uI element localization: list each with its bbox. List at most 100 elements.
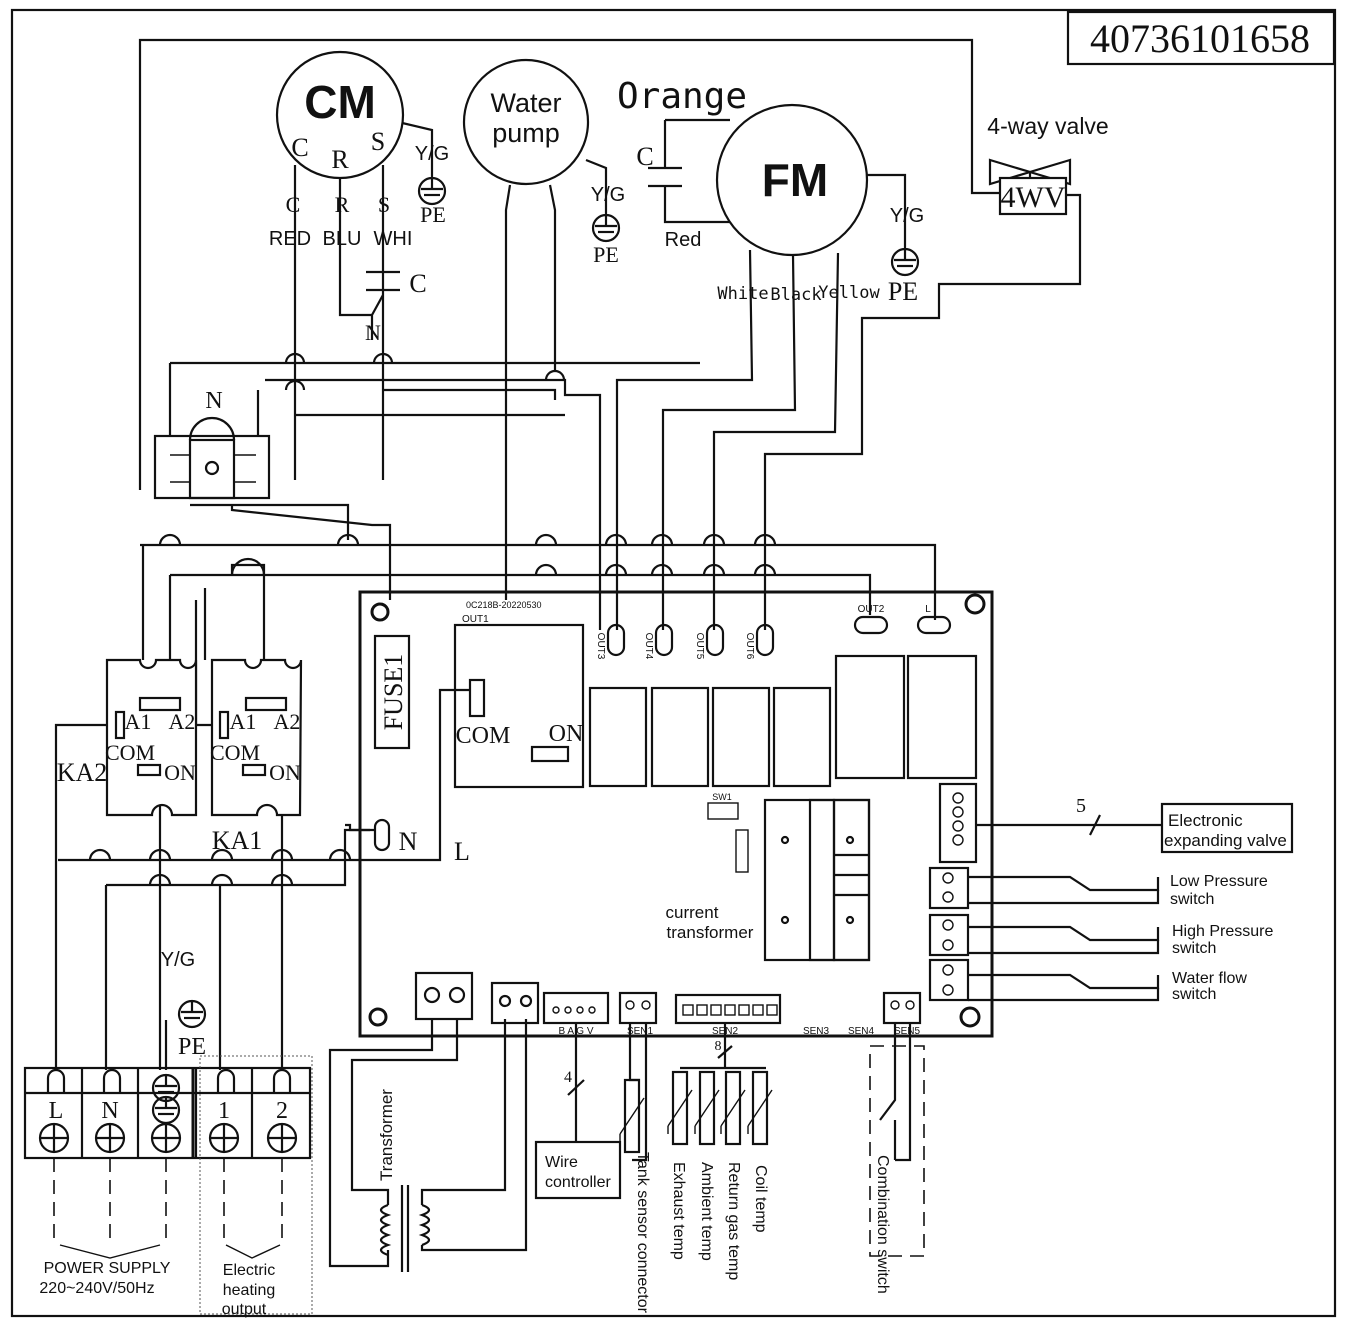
power-terminal-block: Y/G PE L N 1 2 POWER SUPPLY 220~ [23, 949, 313, 1318]
water-pump-ground-icon [591, 213, 621, 243]
fan-motor-ground-icon [890, 247, 920, 277]
compressor-wire-r: R [335, 192, 350, 217]
fan-motor-ground-label: Y/G [890, 205, 924, 227]
hp-label-2: switch [1172, 940, 1216, 957]
contactor-ka2: A1 A2 COM ON KA2 [57, 658, 198, 817]
diagram-frame [10, 8, 1337, 1318]
compressor-color-red: RED [269, 228, 311, 250]
return-gas-temp-label: Return gas temp [725, 1162, 742, 1280]
terminal-2: 2 [276, 1098, 288, 1124]
power-supply-label-2: 220~240V/50Hz [39, 1280, 154, 1297]
fan-motor-capacitor-label: C [636, 142, 653, 171]
compressor-neutral-label: N [365, 320, 381, 345]
ka2-label: KA2 [57, 758, 108, 787]
ka2-a1: A1 [125, 709, 152, 734]
pcb-out4: OUT4 [643, 633, 654, 660]
terminal-l: L [49, 1098, 64, 1124]
pcb-out6: OUT6 [744, 633, 755, 660]
pcb-l: L [925, 604, 931, 615]
high-pressure-switch: High Pressure switch [1172, 923, 1273, 957]
fan-motor-heading: Orange [617, 76, 747, 117]
compressor-wire-s: S [378, 192, 390, 217]
fan-motor-wire-yellow: Yellow [818, 283, 880, 303]
ka2-com: COM [105, 740, 155, 765]
wf-label-2: switch [1172, 986, 1216, 1003]
wire-bus-count: 4 [564, 1069, 572, 1086]
compressor-wire-c: C [286, 192, 301, 217]
tank-sensor-label: Tank sensor connector [634, 1152, 651, 1314]
wire-controller-label-1: Wire [545, 1154, 578, 1171]
fan-motor-wire-white: White [717, 284, 768, 304]
fan-motor: Orange C Red FM White Black Yellow Y/G P… [617, 76, 924, 306]
part-number: 40736101658 [1090, 16, 1310, 61]
pcb-sw1: SW1 [712, 792, 732, 802]
pcb-out1: OUT1 [462, 614, 489, 625]
compressor-color-blu: BLU [323, 228, 362, 250]
eev-label-1: Electronic [1168, 811, 1243, 830]
current-transformer-label-2: transformer [667, 923, 754, 942]
eev-label-2: expanding valve [1164, 831, 1287, 850]
wire-controller-label-2: controller [545, 1174, 611, 1191]
compressor-capacitor-symbol [366, 270, 400, 292]
wf-label-1: Water flow [1172, 970, 1247, 987]
terminal-ground-label: Y/G [161, 949, 195, 971]
water-pump-line1: Water [490, 88, 561, 118]
pcb-sen1: SEN1 [627, 1026, 654, 1037]
compressor-pin-s: S [371, 127, 385, 156]
electric-heating-label-1: Electric [223, 1262, 275, 1279]
pcb-on: ON [549, 721, 584, 747]
neutral-terminal-label: N [205, 388, 222, 414]
hp-label-1: High Pressure [1172, 923, 1273, 940]
water-pump-pe-label: PE [593, 242, 619, 267]
pcb-n-terminal: N [399, 827, 418, 856]
temperature-sensors: Tank sensor connector 8 Exhaust temp Amb… [618, 1023, 774, 1314]
coil-temp-label: Coil temp [752, 1165, 769, 1233]
ka1-on: ON [269, 760, 301, 785]
water-pump-ground-label: Y/G [591, 184, 625, 206]
terminal-1: 1 [218, 1098, 230, 1124]
pcb-sen4: SEN4 [848, 1026, 875, 1037]
compressor-pin-c: C [291, 133, 308, 162]
four-way-valve-title: 4-way valve [987, 113, 1108, 139]
pcb-out3: OUT3 [595, 633, 606, 660]
electric-heating-label-2: heating [223, 1282, 276, 1299]
terminal-ground-icon [177, 999, 207, 1029]
electric-heating-label-3: output [222, 1301, 267, 1318]
power-supply-label-1: POWER SUPPLY [44, 1260, 171, 1277]
compressor-ground-label: Y/G [415, 143, 449, 165]
pcb-out5: OUT5 [694, 633, 705, 660]
ka1-a2: A2 [274, 709, 301, 734]
compressor-color-whi: WHI [374, 228, 413, 250]
neutral-terminal: N [153, 388, 271, 500]
terminal-n: N [101, 1098, 118, 1124]
ka1-com: COM [210, 740, 260, 765]
pcb-sen5: SEN5 [894, 1026, 921, 1037]
four-way-valve: 4-way valve 4WV [987, 113, 1109, 216]
sensor-bus-count: 8 [715, 1039, 722, 1054]
compressor-pe-label: PE [420, 202, 446, 227]
ka2-a2: A2 [169, 709, 196, 734]
four-way-valve-symbol: 4WV [1001, 181, 1066, 214]
pcb-out2: OUT2 [858, 604, 885, 615]
ka1-a1: A1 [230, 709, 257, 734]
transformer-label: Transformer [377, 1089, 396, 1181]
compressor: CM C R S C R S RED BLU WHI C N Y/G PE [269, 50, 449, 345]
contactor-ka1: A1 A2 COM ON KA1 [210, 658, 303, 855]
transformer: Transformer [328, 1019, 528, 1272]
lp-label-2: switch [1170, 891, 1214, 908]
ambient-temp-label: Ambient temp [698, 1162, 715, 1261]
exhaust-temp-label: Exhaust temp [670, 1162, 687, 1260]
current-transformer-label-1: current [666, 903, 719, 922]
eev-bus-count: 5 [1076, 795, 1086, 817]
lp-label-1: Low Pressure [1170, 873, 1268, 890]
wire-network [54, 38, 1162, 1070]
pcb-model: 0C218B-20220530 [466, 600, 542, 610]
part-number-box: 40736101658 [1066, 10, 1336, 66]
water-pump: Water pump Y/G PE [462, 58, 625, 267]
wire-controller: 4 Wire controller [534, 1023, 622, 1200]
pcb-l-terminal: L [454, 837, 470, 866]
water-flow-switch: Water flow switch [1172, 970, 1247, 1003]
pcb-fuse: FUSE1 [379, 654, 408, 731]
compressor-pin-r: R [331, 145, 349, 174]
